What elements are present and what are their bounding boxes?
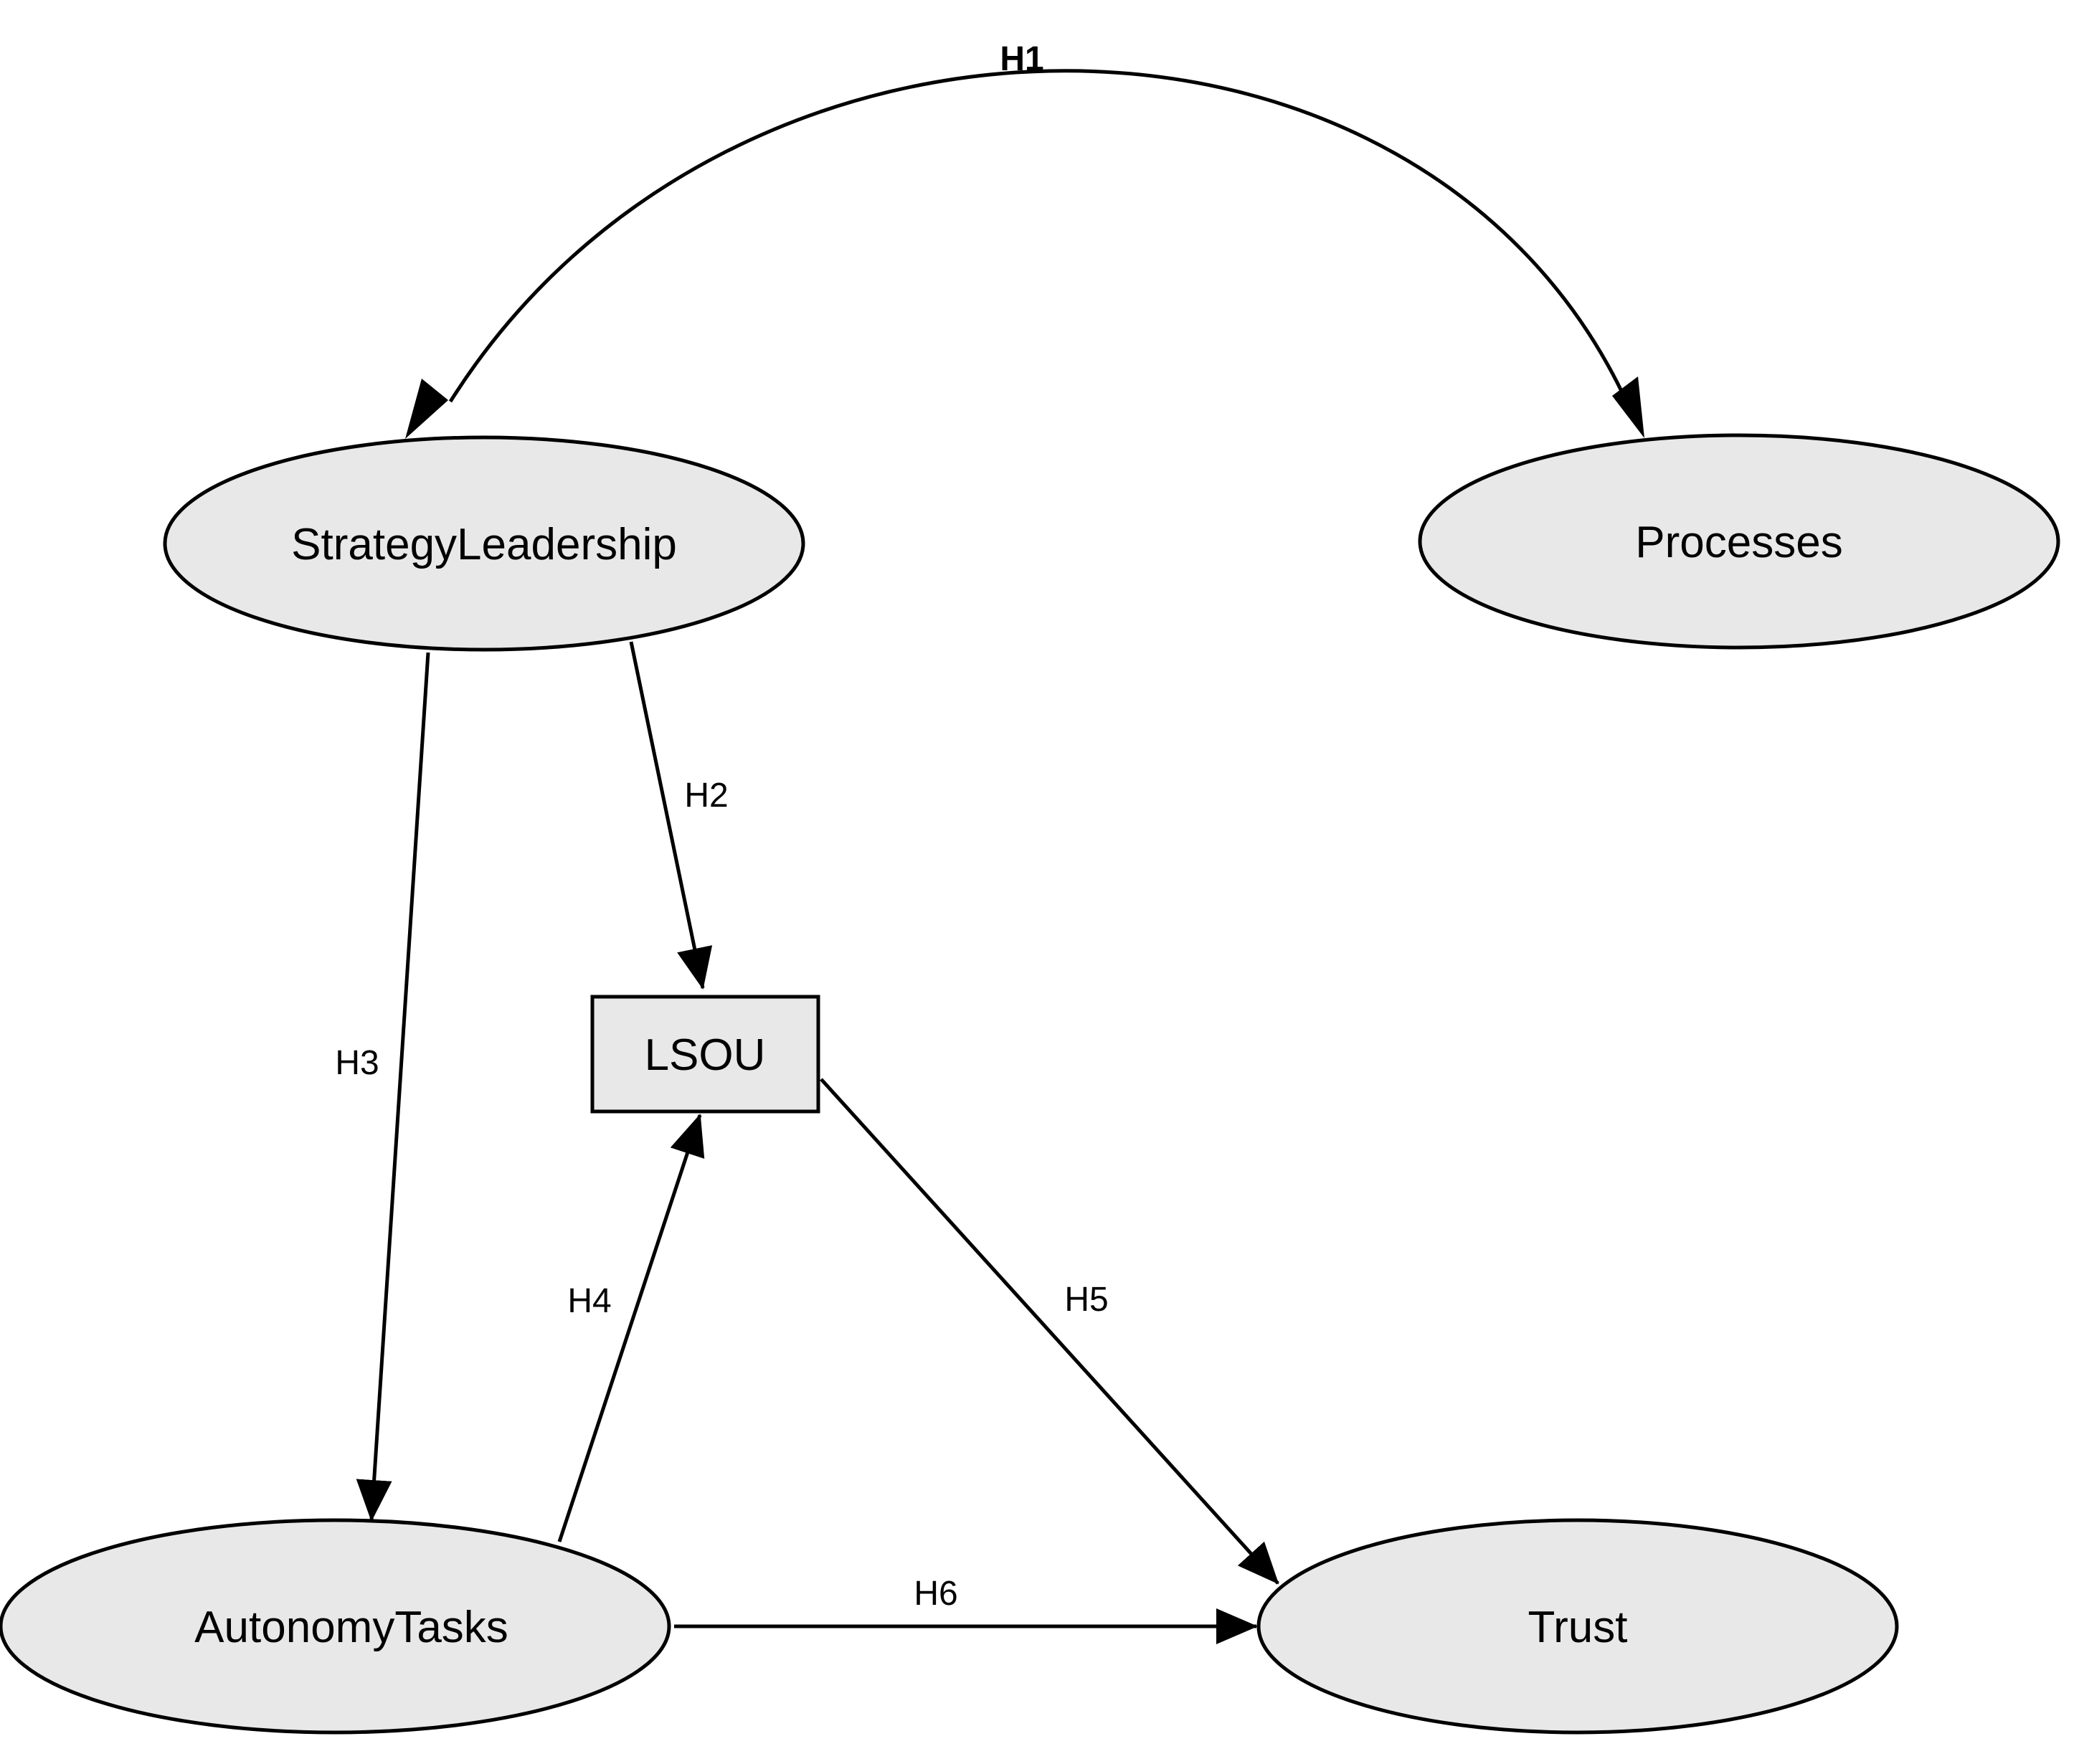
edge-h2: H2 (629, 641, 729, 990)
edge-h6: H6 (674, 1575, 1258, 1644)
edge-h1-label: H1 (1000, 40, 1043, 78)
node-autonomy-tasks-label: AutonomyTasks (194, 1603, 508, 1652)
edge-h2-line (629, 641, 713, 990)
node-processes: Processes (1418, 433, 2060, 650)
node-autonomy-tasks: AutonomyTasks (0, 1518, 671, 1735)
edge-h1-line (448, 69, 1629, 403)
edge-h1-arrowhead-end (1612, 376, 1644, 438)
edge-h3-line (356, 652, 430, 1522)
node-trust-shape (1256, 1518, 1899, 1735)
edge-h3-label: H3 (335, 1044, 379, 1082)
node-strategy-leadership-shape (163, 435, 805, 652)
edge-h5-label: H5 (1064, 1281, 1108, 1319)
node-strategy-leadership-label: StrategyLeadership (291, 520, 677, 569)
edge-h6-label: H6 (914, 1575, 957, 1613)
node-lsou-shape (590, 995, 820, 1114)
edge-h4-label: H4 (567, 1282, 611, 1320)
edge-h5-line (820, 1078, 1279, 1585)
edge-h1-arrowhead-start (405, 379, 448, 439)
node-lsou-label: LSOU (645, 1030, 766, 1080)
edge-h3: H3 (335, 652, 430, 1522)
node-lsou: LSOU (590, 995, 820, 1114)
node-strategy-leadership: StrategyLeadership (163, 435, 805, 652)
node-trust: Trust (1256, 1518, 1899, 1735)
node-autonomy-tasks-shape (0, 1518, 671, 1735)
node-processes-shape (1418, 433, 2060, 650)
node-processes-label: Processes (1635, 518, 1842, 567)
edge-h2-label: H2 (684, 777, 728, 815)
edge-h5: H5 (820, 1078, 1279, 1585)
edge-h1: H1 (405, 40, 1644, 439)
edge-h4-line (557, 1114, 705, 1542)
node-trust-label: Trust (1528, 1603, 1628, 1652)
edge-h4: H4 (557, 1114, 705, 1542)
